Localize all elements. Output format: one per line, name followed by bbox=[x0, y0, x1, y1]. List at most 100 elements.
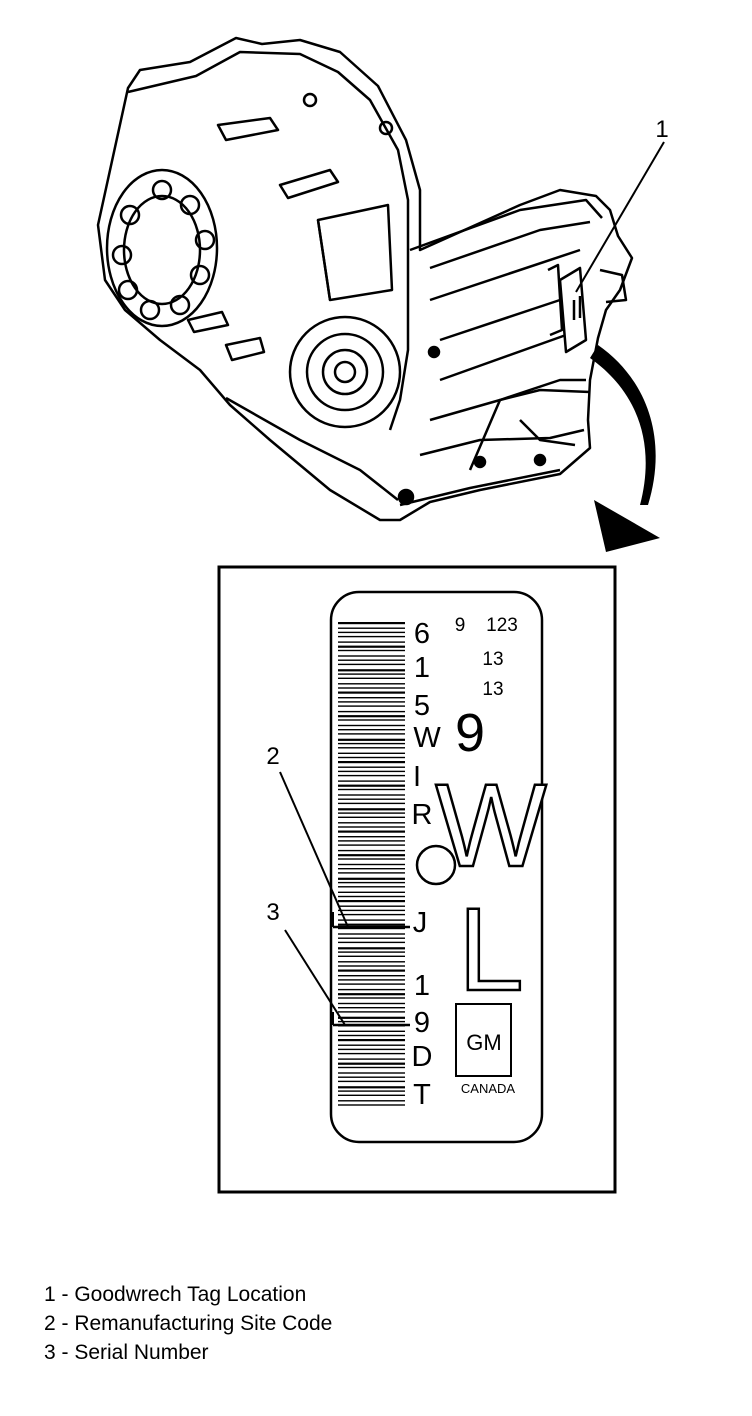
barcode-line bbox=[338, 854, 405, 857]
barcode-line bbox=[338, 988, 405, 991]
barcode-line bbox=[338, 701, 405, 703]
barcode-line bbox=[338, 965, 405, 967]
barcode-line bbox=[338, 1104, 405, 1106]
legend-item-3: 3 - Serial Number bbox=[44, 1341, 209, 1364]
barcode-line bbox=[338, 927, 405, 930]
barcode-line bbox=[338, 858, 405, 860]
tag-row1-b: 123 bbox=[486, 615, 518, 636]
barcode-line bbox=[338, 687, 405, 689]
barcode-line bbox=[338, 766, 405, 768]
barcode-line bbox=[338, 802, 405, 805]
barcode-line bbox=[338, 774, 405, 777]
barcode-line bbox=[338, 1080, 405, 1083]
barcode-line bbox=[338, 756, 405, 759]
barcode-line bbox=[338, 1058, 405, 1060]
gm-logo: GM bbox=[466, 1030, 501, 1055]
callout-2-label: 2 bbox=[266, 743, 279, 770]
barcode-line bbox=[338, 844, 405, 846]
barcode-line bbox=[338, 961, 405, 963]
barcode-line bbox=[338, 937, 405, 939]
barcode-line bbox=[338, 770, 405, 773]
barcode-line bbox=[338, 983, 405, 985]
barcode-line bbox=[338, 798, 405, 800]
barcode-line bbox=[338, 822, 405, 824]
barcode-line bbox=[338, 1086, 405, 1089]
barcode-line bbox=[338, 1011, 405, 1013]
tag-char-4: W bbox=[413, 722, 441, 754]
barcode-line bbox=[338, 1007, 405, 1009]
barcode-line bbox=[338, 836, 405, 838]
tag-row3: 13 bbox=[482, 679, 503, 700]
barcode-line bbox=[338, 1072, 405, 1074]
tag-row1-a: 9 bbox=[455, 615, 466, 636]
barcode-line bbox=[338, 1002, 405, 1005]
barcode-line bbox=[338, 738, 405, 741]
barcode-line bbox=[338, 900, 405, 903]
barcode-line bbox=[338, 1076, 405, 1078]
barcode-line bbox=[338, 1039, 405, 1042]
tag-char-3: 5 bbox=[414, 690, 430, 722]
barcode-line bbox=[338, 979, 405, 981]
callout-1-leader bbox=[575, 141, 665, 293]
tag-letter-l: L bbox=[458, 884, 524, 1016]
barcode-line bbox=[338, 881, 405, 884]
barcode-line bbox=[338, 788, 405, 791]
barcode-line bbox=[338, 919, 405, 921]
tag-letter-w: W bbox=[435, 760, 546, 892]
barcode-line bbox=[338, 951, 405, 953]
barcode-line bbox=[338, 886, 405, 888]
barcode-line bbox=[338, 784, 405, 787]
barcode-line bbox=[338, 993, 405, 996]
barcode-line bbox=[338, 1016, 405, 1019]
barcode-line bbox=[338, 622, 405, 625]
barcode-line bbox=[338, 752, 405, 754]
barcode-line bbox=[338, 1044, 405, 1046]
tag-char-2: 1 bbox=[414, 652, 430, 684]
barcode-line bbox=[338, 933, 405, 935]
barcode-line bbox=[338, 975, 405, 977]
barcode-line bbox=[338, 761, 405, 764]
barcode-line bbox=[338, 710, 405, 713]
tag-char-6: R bbox=[412, 799, 433, 831]
tag-row2: 13 bbox=[482, 649, 503, 670]
tag-char-11: D bbox=[412, 1041, 433, 1073]
tag-circle-mark bbox=[415, 844, 457, 886]
serial-barcode bbox=[338, 622, 405, 1106]
callout-3-leader bbox=[284, 929, 346, 1026]
barcode-line bbox=[338, 715, 405, 718]
barcode-line bbox=[338, 1048, 405, 1051]
barcode-line bbox=[338, 691, 405, 694]
barcode-line bbox=[338, 808, 405, 811]
barcode-line bbox=[338, 969, 405, 972]
tag-char-9: 1 bbox=[414, 970, 430, 1002]
barcode-line bbox=[338, 635, 405, 638]
tag-char-10: 9 bbox=[414, 1007, 430, 1039]
barcode-line bbox=[338, 863, 405, 866]
barcode-line bbox=[338, 812, 405, 814]
tag-country: CANADA bbox=[461, 1081, 516, 1096]
callout-1-label: 1 bbox=[655, 116, 668, 143]
barcode-line bbox=[338, 742, 405, 745]
legend-item-1: 1 - Goodwrech Tag Location bbox=[44, 1283, 307, 1306]
barcode-line bbox=[338, 849, 405, 852]
barcode-line bbox=[338, 673, 405, 675]
barcode-line bbox=[338, 1062, 405, 1065]
barcode-line bbox=[338, 872, 405, 874]
barcode-line bbox=[338, 1020, 405, 1023]
barcode-line bbox=[338, 868, 405, 870]
tag-char-5: I bbox=[413, 761, 421, 793]
tag-char-8: J bbox=[413, 907, 428, 939]
barcode-line bbox=[338, 747, 405, 749]
barcode-line bbox=[338, 891, 405, 893]
legend-item-2: 2 - Remanufacturing Site Code bbox=[44, 1312, 333, 1335]
tag-char-1: 6 bbox=[414, 618, 430, 650]
barcode-line bbox=[338, 794, 405, 796]
barcode-line bbox=[338, 631, 405, 634]
barcode-line bbox=[338, 719, 405, 721]
barcode-line bbox=[338, 905, 405, 907]
barcode-line bbox=[338, 669, 405, 672]
barcode-line bbox=[338, 997, 405, 999]
barcode-line bbox=[338, 913, 405, 916]
barcode-line bbox=[338, 683, 405, 685]
